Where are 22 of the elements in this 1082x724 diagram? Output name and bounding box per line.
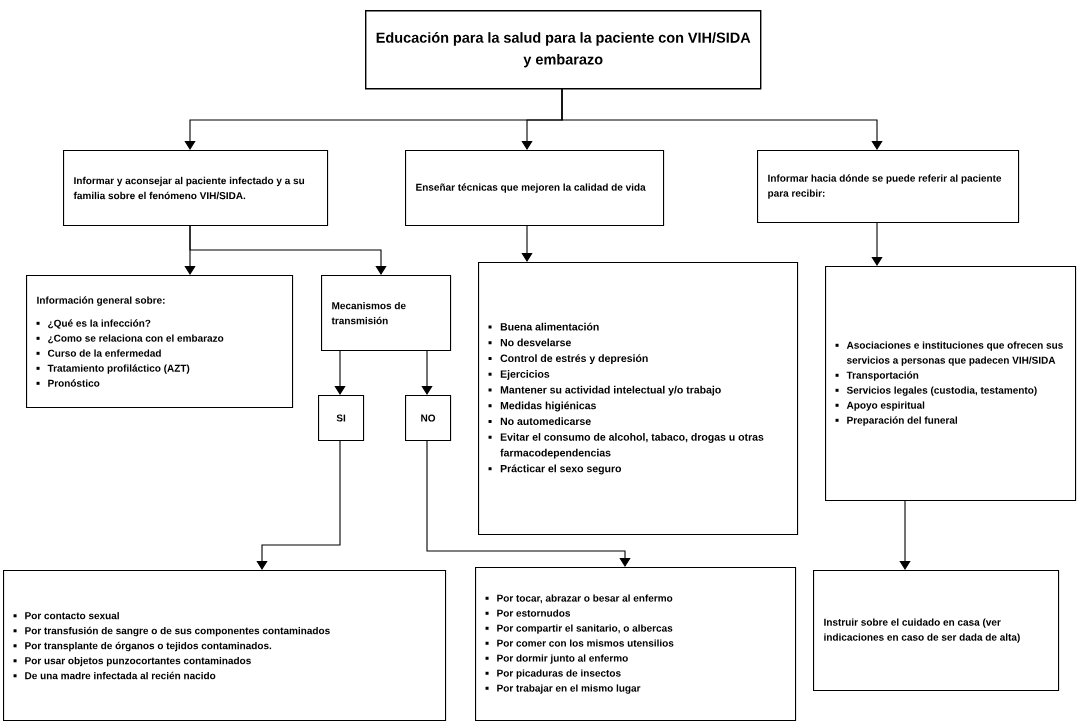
arrow	[421, 349, 433, 395]
process-box: Informar hacia dónde se puede referir al paciente para recibir:	[757, 150, 1020, 224]
arrow	[426, 439, 631, 567]
process-box: Instruir sobre el cuidado en casa (ver indicaciones en caso de ser dada de alta)	[813, 570, 1060, 692]
process-box: Información general sobre: ¿Qué es la infección? ¿Como se relaciona con el embarazo Curso de la enfermedad Tratamiento profiláctico (AZT) Pronóstico	[26, 275, 294, 409]
arrow	[561, 87, 883, 150]
process-box: Por contacto sexual Por transfusión de sangre o de sus componentes contaminados Por transplante de órganos o tejidos contaminados. Por usar objetos punzocortantes contaminados De una madre infectada al recién nacido	[3, 570, 447, 722]
arrow	[334, 349, 346, 395]
arrow	[256, 439, 341, 570]
arrow	[871, 221, 883, 266]
process-box: Por tocar, abrazar o besar al enfermo Por estornudos Por compartir el sanitario, o albercas Por comer con los mismos utensilios Por dormir junto al enfermo Por picaduras de insectos Por trabajar en el mismo lugar	[475, 567, 797, 722]
arrow	[521, 224, 533, 262]
arrow	[189, 224, 387, 275]
process-box: Enseñar técnicas que mejoren la calidad de vida	[405, 150, 665, 227]
process-box: Mecanismos de transmisión	[321, 275, 452, 352]
process-box: Asociaciones e instituciones que ofrecen sus servicios a personas que padecen VIH/SIDA Transportación Servicios legales (custodia, testamento) Apoyo espiritual Preparación del funeral	[825, 266, 1077, 502]
process-box: Informar y aconsejar al paciente infectado y a su familia sobre el fenómeno VIH/SIDA.	[63, 150, 329, 227]
process-box: Buena alimentación No desvelarse Control de estrés y depresión Ejercicios Mantener su actividad intelectual y/o trabajo Medidas higiénicas No automedicarse Evitar el consumo de alcohol, tabaco, drogas u otras farmacodependencias Prácticar el sexo seguro	[478, 262, 799, 536]
process-box: NO	[405, 395, 452, 442]
arrow	[899, 499, 911, 570]
process-box: Educación para la salud para la paciente con VIH/SIDA y embarazo	[365, 10, 762, 90]
process-box: SI	[318, 395, 365, 442]
